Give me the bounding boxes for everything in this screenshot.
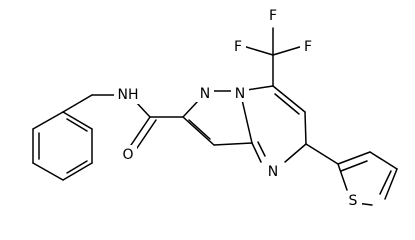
benzyl-phenyl-ring bbox=[32, 111, 93, 181]
sulfur-label: S bbox=[349, 193, 358, 209]
pyrazole-nitrogen-label: N bbox=[200, 86, 210, 102]
fluorine-left-label: F bbox=[234, 39, 242, 55]
atom-label-fluorine-left: F bbox=[230, 38, 246, 56]
atom-label-sulfur: S bbox=[344, 192, 362, 210]
pyrimidine-nitrogen-label: N bbox=[268, 164, 278, 180]
atom-label-pyrazole-nitrogen: N bbox=[196, 84, 214, 102]
atom-label-oxygen: O bbox=[119, 145, 137, 163]
oxygen-label: O bbox=[122, 147, 133, 163]
pyrimidine-ring bbox=[239, 85, 307, 163]
nh-label: NH bbox=[118, 87, 139, 103]
fluorine-right-label: F bbox=[304, 39, 312, 55]
chemical-structure-diagram: NH O N N N S F F bbox=[32, 6, 398, 210]
atom-label-fluorine-right: F bbox=[300, 38, 316, 56]
trifluoromethyl-group bbox=[242, 27, 304, 87]
benzyl-amide-bonds bbox=[62, 94, 184, 152]
atom-label-fluorine-top: F bbox=[265, 6, 281, 24]
atom-label-nh: NH bbox=[114, 86, 142, 104]
structure-canvas: NH O N N N S F F bbox=[32, 6, 398, 210]
atom-label-pyrimidine-nitrogen: N bbox=[264, 162, 282, 180]
atom-label-bridge-nitrogen: N bbox=[231, 84, 249, 102]
fluorine-top-label: F bbox=[269, 8, 277, 24]
bridge-nitrogen-label: N bbox=[235, 86, 245, 102]
